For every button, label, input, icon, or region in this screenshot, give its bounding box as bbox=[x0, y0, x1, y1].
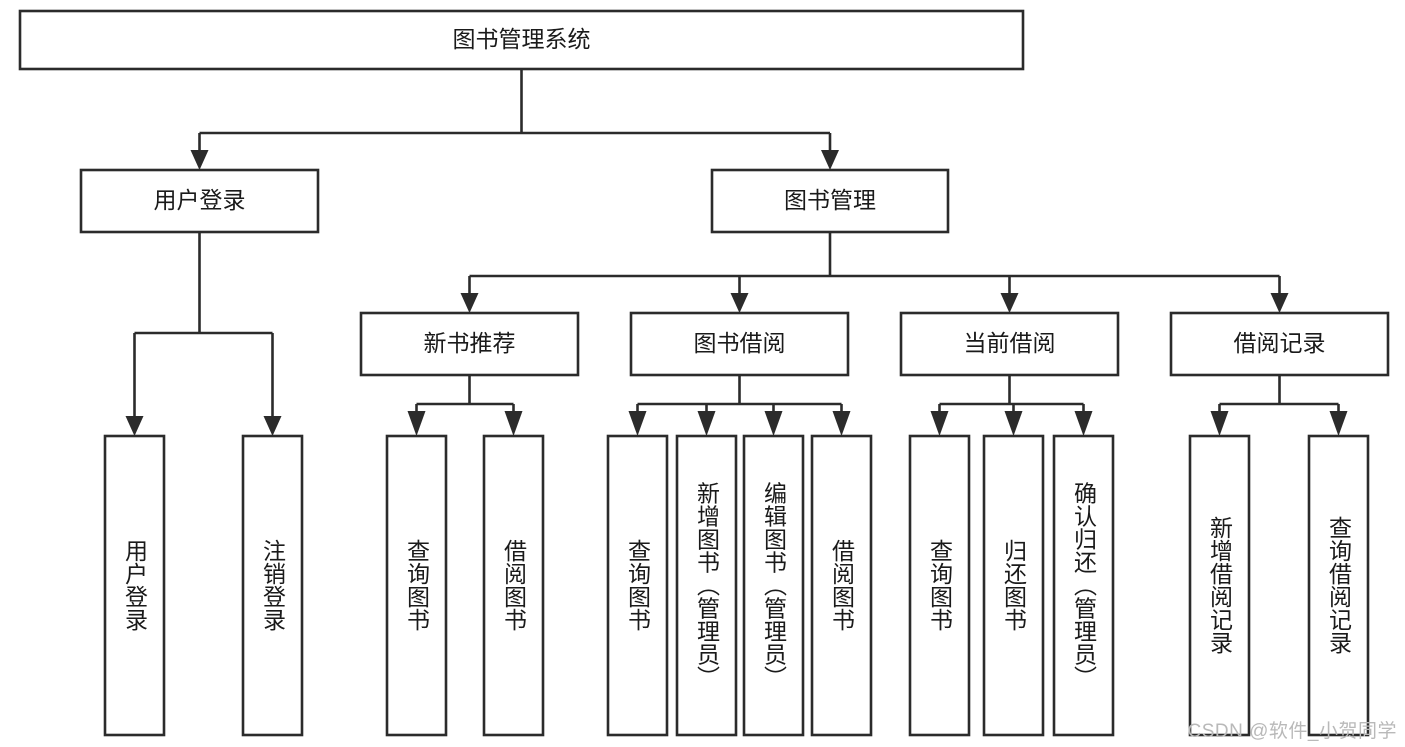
arrowhead-new-book-recommend bbox=[460, 293, 479, 313]
arrowhead-current-borrow bbox=[1000, 293, 1019, 313]
leaf-add-book-admin-label: 新增图书（管理员） bbox=[694, 482, 721, 689]
leaf-query-book-2-box[interactable] bbox=[606, 434, 669, 737]
arrowhead-leaf-confirm-return-admin bbox=[1074, 411, 1093, 436]
arrowhead-leaf-add-book-admin bbox=[697, 411, 716, 436]
node-book-borrow-box[interactable] bbox=[629, 311, 850, 377]
node-system-title-label: 图书管理系统 bbox=[453, 26, 591, 52]
leaf-user-login-box[interactable] bbox=[103, 434, 166, 737]
node-user-login-label: 用户登录 bbox=[154, 187, 246, 213]
leaf-confirm-return-admin-box[interactable] bbox=[1052, 434, 1115, 737]
node-new-book-recommend-label: 新书推荐 bbox=[424, 330, 516, 356]
arrowhead-book-borrow bbox=[730, 293, 749, 313]
leaf-user-login-label: 用户登录 bbox=[122, 539, 149, 631]
node-book-borrow-label: 图书借阅 bbox=[694, 330, 786, 356]
leaf-query-book-3[interactable]: 查询图书 bbox=[908, 434, 971, 737]
arrowhead-leaf-logout-login bbox=[263, 416, 282, 436]
node-book-management[interactable]: 图书管理 bbox=[710, 168, 950, 234]
leaf-query-book-1-label: 查询图书 bbox=[404, 539, 431, 631]
arrowhead-user-login bbox=[190, 150, 209, 170]
leaf-query-book-3-box[interactable] bbox=[908, 434, 971, 737]
leaf-add-book-admin[interactable]: 新增图书（管理员） bbox=[675, 434, 738, 737]
arrowhead-leaf-borrow-book-2 bbox=[832, 411, 851, 436]
node-book-management-box[interactable] bbox=[710, 168, 950, 234]
leaf-query-borrow-record-label: 查询借阅记录 bbox=[1326, 516, 1353, 654]
leaf-user-login[interactable]: 用户登录 bbox=[103, 434, 166, 737]
leaf-borrow-book-1[interactable]: 借阅图书 bbox=[482, 434, 545, 737]
leaf-add-borrow-record-label: 新增借阅记录 bbox=[1207, 516, 1234, 654]
leaf-confirm-return-admin-label: 确认归还（管理员） bbox=[1071, 482, 1098, 689]
arrowhead-leaf-query-borrow-record bbox=[1329, 411, 1348, 436]
arrowhead-book-management bbox=[821, 150, 839, 170]
leaf-edit-book-admin-label: 编辑图书（管理员） bbox=[761, 482, 788, 689]
arrowhead-leaf-query-book-3 bbox=[930, 411, 949, 436]
leaf-confirm-return-admin[interactable]: 确认归还（管理员） bbox=[1052, 434, 1115, 737]
node-book-management-label: 图书管理 bbox=[784, 187, 876, 213]
node-current-borrow[interactable]: 当前借阅 bbox=[899, 311, 1120, 377]
arrowhead-leaf-return-book bbox=[1004, 411, 1023, 436]
leaf-edit-book-admin-box[interactable] bbox=[742, 434, 805, 737]
leaf-edit-book-admin[interactable]: 编辑图书（管理员） bbox=[742, 434, 805, 737]
node-borrow-record-box[interactable] bbox=[1169, 311, 1390, 377]
leaf-query-borrow-record[interactable]: 查询借阅记录 bbox=[1307, 434, 1370, 737]
leaf-logout-login-box[interactable] bbox=[241, 434, 304, 737]
connector-layer bbox=[125, 69, 1348, 436]
leaf-borrow-book-1-box[interactable] bbox=[482, 434, 545, 737]
leaf-query-book-2-label: 查询图书 bbox=[625, 539, 652, 631]
arrowhead-leaf-query-book-2 bbox=[628, 411, 647, 436]
node-new-book-recommend[interactable]: 新书推荐 bbox=[359, 311, 580, 377]
leaf-return-book-label: 归还图书 bbox=[1001, 539, 1028, 631]
arrowhead-leaf-query-book-1 bbox=[407, 411, 426, 436]
leaf-query-book-2[interactable]: 查询图书 bbox=[606, 434, 669, 737]
node-user-login-box[interactable] bbox=[79, 168, 320, 234]
node-current-borrow-label: 当前借阅 bbox=[964, 330, 1056, 356]
leaf-query-borrow-record-box[interactable] bbox=[1307, 434, 1370, 737]
arrowhead-borrow-record bbox=[1270, 293, 1289, 313]
node-book-borrow[interactable]: 图书借阅 bbox=[629, 311, 850, 377]
leaf-borrow-book-2[interactable]: 借阅图书 bbox=[810, 434, 873, 737]
leaf-add-borrow-record-box[interactable] bbox=[1188, 434, 1251, 737]
leaf-borrow-book-2-box[interactable] bbox=[810, 434, 873, 737]
arrowhead-leaf-edit-book-admin bbox=[764, 411, 783, 436]
leaf-logout-login[interactable]: 注销登录 bbox=[241, 434, 304, 737]
node-current-borrow-box[interactable] bbox=[899, 311, 1120, 377]
leaf-add-borrow-record[interactable]: 新增借阅记录 bbox=[1188, 434, 1251, 737]
leaf-add-book-admin-box[interactable] bbox=[675, 434, 738, 737]
arrowhead-leaf-borrow-book-1 bbox=[504, 411, 523, 436]
node-system-title[interactable]: 图书管理系统 bbox=[18, 9, 1025, 71]
node-user-login[interactable]: 用户登录 bbox=[79, 168, 320, 234]
leaf-borrow-book-1-label: 借阅图书 bbox=[501, 539, 528, 631]
node-borrow-record-label: 借阅记录 bbox=[1234, 330, 1326, 356]
node-new-book-recommend-box[interactable] bbox=[359, 311, 580, 377]
leaf-query-book-1[interactable]: 查询图书 bbox=[385, 434, 448, 737]
csdn-watermark: CSDN @软件_小贺同学 bbox=[1187, 721, 1397, 742]
arrowhead-leaf-user-login bbox=[125, 416, 144, 436]
leaf-return-book[interactable]: 归还图书 bbox=[982, 434, 1045, 737]
leaf-query-book-3-label: 查询图书 bbox=[927, 539, 954, 631]
leaf-logout-login-label: 注销登录 bbox=[260, 539, 287, 631]
leaf-return-book-box[interactable] bbox=[982, 434, 1045, 737]
node-borrow-record[interactable]: 借阅记录 bbox=[1169, 311, 1390, 377]
node-system-title-box[interactable] bbox=[18, 9, 1025, 71]
leaf-query-book-1-box[interactable] bbox=[385, 434, 448, 737]
leaf-borrow-book-2-label: 借阅图书 bbox=[829, 539, 856, 631]
arrowhead-leaf-add-borrow-record bbox=[1210, 411, 1229, 436]
